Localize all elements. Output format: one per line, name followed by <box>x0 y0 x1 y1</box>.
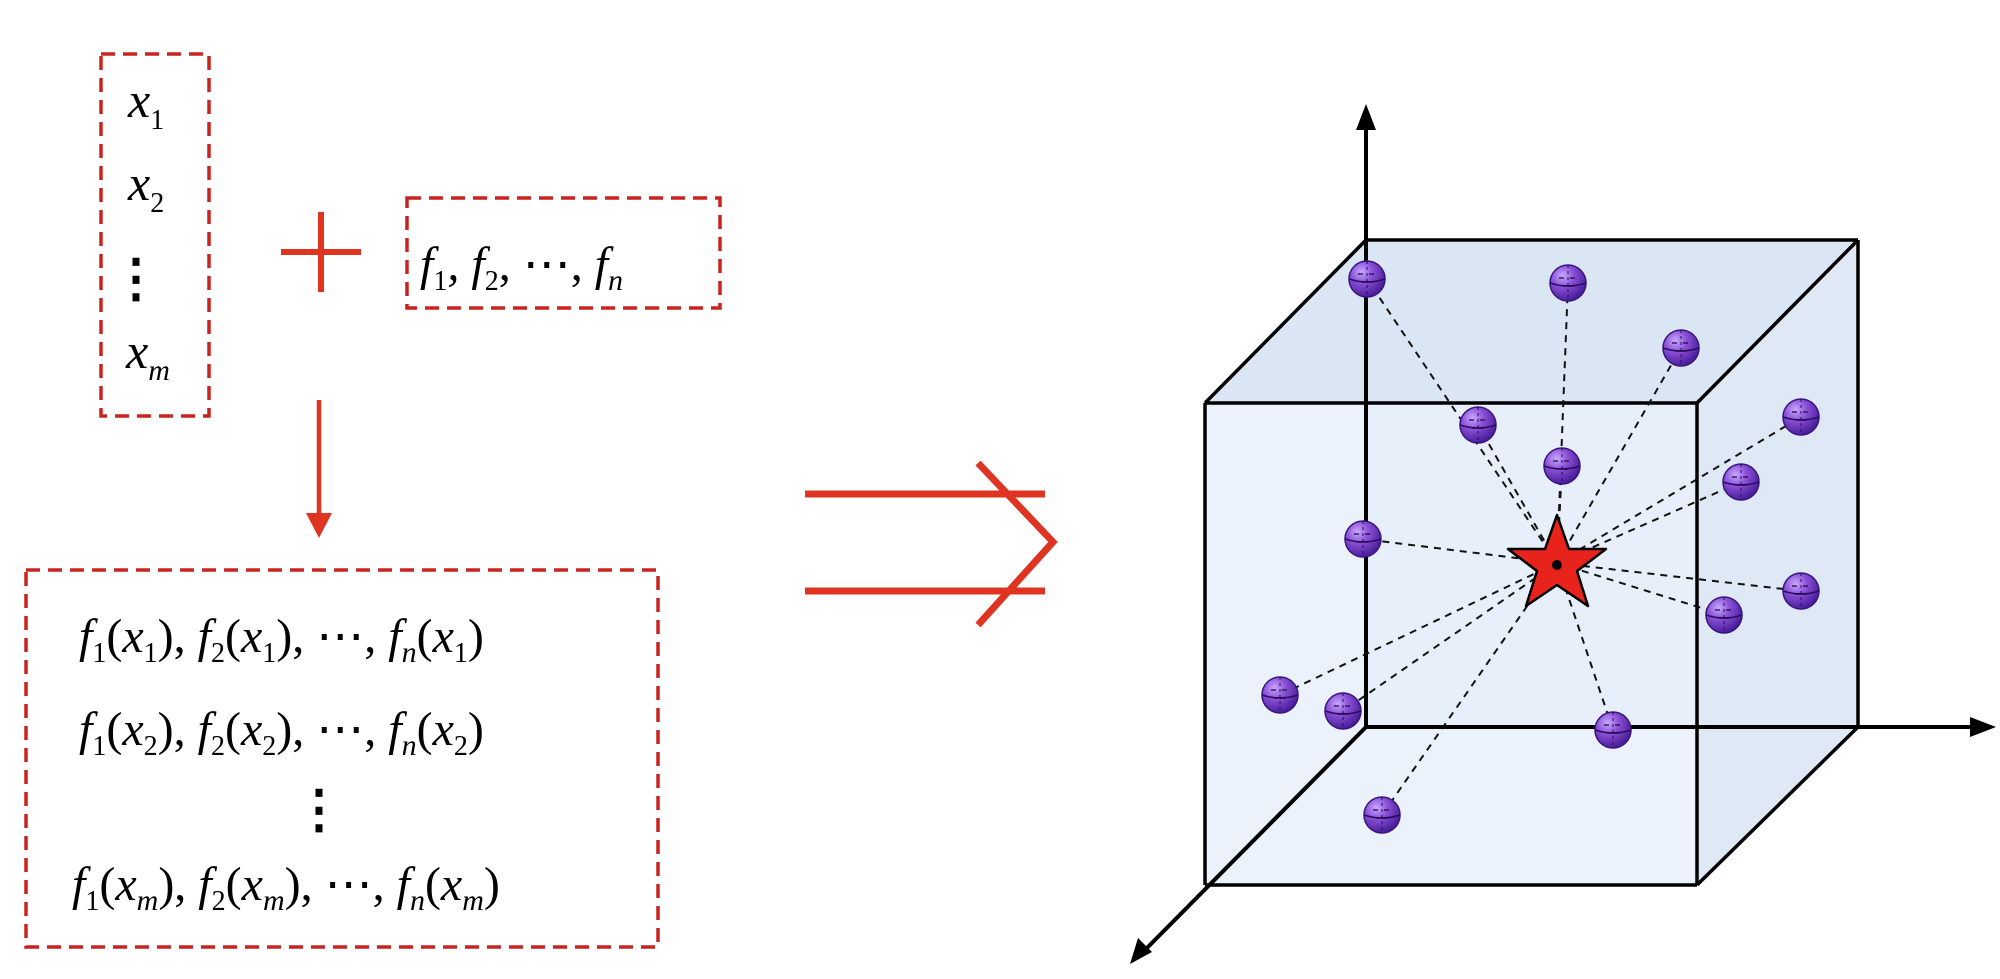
sphere-icon <box>1348 260 1386 298</box>
features-list: f1, f2, ⋯, fn <box>420 238 623 297</box>
samples-ellipsis: ⋮ <box>110 251 162 308</box>
sphere-icon <box>1662 329 1700 367</box>
feature-matrix-box: f1(x1), f2(x1), ⋯, fn(x1) f1(x2), f2(x2)… <box>24 568 660 949</box>
z-axis-arrowhead <box>1356 104 1376 130</box>
sphere-icon <box>1261 676 1299 714</box>
star-icon <box>1506 513 1608 608</box>
sphere-icon <box>1594 711 1632 749</box>
matrix-row-2: f1(x2), f2(x2), ⋯, fn(x2) <box>79 703 484 762</box>
sphere-icon <box>1782 398 1820 436</box>
matrix-ellipsis: ⋮ <box>293 782 345 839</box>
sphere-icon <box>1543 447 1581 485</box>
matrix-row-1: f1(x1), f2(x1), ⋯, fn(x1) <box>79 610 484 669</box>
sample-xm: xm <box>125 323 170 387</box>
y-axis <box>1140 725 1368 955</box>
plus-icon <box>281 212 361 292</box>
sphere-icon <box>1324 692 1362 730</box>
cube-side-face <box>1697 240 1858 885</box>
feature-space-cube <box>1130 104 1996 964</box>
cube-edges <box>1203 238 1860 887</box>
features-box: f1, f2, ⋯, fn <box>405 196 722 310</box>
sphere-icon <box>1459 406 1497 444</box>
samples-box: x1 x2 ⋮ xm <box>99 52 211 418</box>
matrix-row-m: f1(xm), f2(xm), ⋯, fn(xm) <box>72 858 500 917</box>
sphere-icon <box>1722 463 1760 501</box>
sample-x2: x2 <box>127 155 164 219</box>
sample-x1: x1 <box>127 72 164 136</box>
double-arrow-icon <box>805 460 1058 628</box>
sphere-icon <box>1782 572 1820 610</box>
y-axis-arrowhead <box>1130 938 1152 964</box>
x-axis-arrowhead <box>1970 717 1996 737</box>
down-arrow-icon <box>306 400 332 538</box>
sphere-icon <box>1363 796 1401 834</box>
sphere-icon <box>1549 264 1587 302</box>
sphere-icon <box>1705 596 1743 634</box>
sphere-icon <box>1344 520 1382 558</box>
